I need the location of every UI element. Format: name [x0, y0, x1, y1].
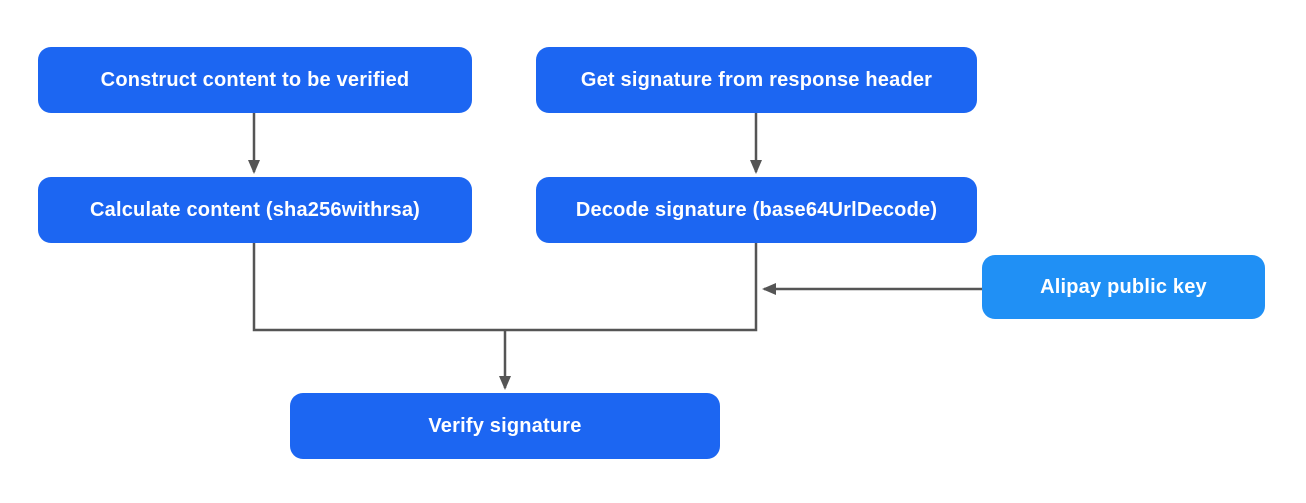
node-get-signature: Get signature from response header	[536, 47, 977, 113]
node-verify-signature-label: Verify signature	[428, 414, 582, 437]
node-verify-signature: Verify signature	[290, 393, 720, 459]
node-calculate-content: Calculate content (sha256withrsa)	[38, 177, 472, 243]
node-decode-signature-label: Decode signature (base64UrlDecode)	[575, 198, 938, 221]
node-calculate-content-label: Calculate content (sha256withrsa)	[89, 198, 421, 221]
node-construct-content-label: Construct content to be verified	[100, 68, 410, 91]
edge-merge-connector	[252, 243, 758, 332]
node-construct-content: Construct content to be verified	[38, 47, 472, 113]
node-decode-signature: Decode signature (base64UrlDecode)	[536, 177, 977, 243]
node-get-signature-label: Get signature from response header	[580, 68, 933, 91]
node-alipay-public-key-label: Alipay public key	[1040, 275, 1207, 298]
node-alipay-public-key: Alipay public key	[982, 255, 1265, 319]
